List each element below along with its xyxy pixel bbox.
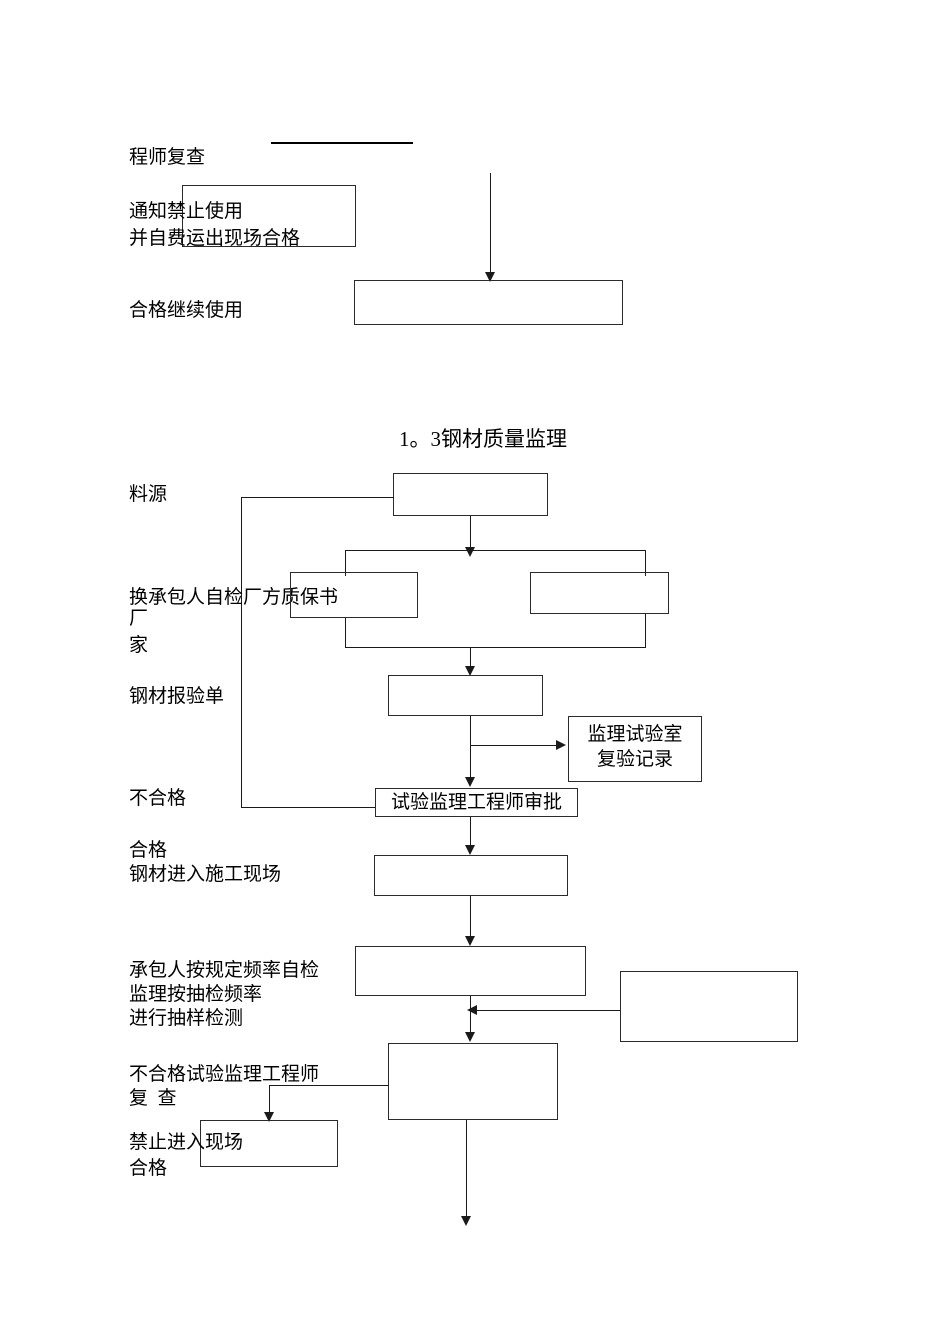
box-forbid-entry-site [200, 1120, 338, 1167]
box-steel-enters-site [374, 855, 568, 896]
label-perform-sampling-test: 进行抽样检测 [129, 1008, 244, 1029]
label-pass-continue-use: 合格继续使用 [129, 300, 244, 321]
connector-merge-bar [345, 647, 645, 648]
label-change-contractor-selfcheck: 换承包人自检厂方质保书 [129, 587, 339, 608]
connector-split-right-down [645, 550, 646, 576]
connector-report-down [470, 716, 471, 779]
arrowhead-bottom [461, 1216, 471, 1226]
box-notice-forbid-use [182, 185, 356, 247]
page-title: 1。3钢材质量监理 [399, 427, 567, 451]
connector-top-down [490, 173, 491, 276]
label-unqualified-test-engineer: 不合格试验监理工程师 [129, 1064, 320, 1085]
connector-to-lab-record [470, 745, 558, 746]
label-contractor-self-frequency: 承包人按规定频率自检 [129, 960, 320, 981]
label-lab-reinspection-line1: 监理试验室 [587, 724, 683, 745]
connector-approval-down [470, 817, 471, 847]
label-unqualified: 不合格 [129, 788, 187, 809]
box-continue-use [354, 280, 623, 325]
arrowhead-merge-down [465, 666, 475, 676]
label-supervisor-sampling-frequency: 监理按抽检频率 [129, 984, 263, 1005]
arrowhead-source-down [465, 547, 475, 557]
connector-source-feedback-in [241, 497, 394, 498]
label-notice-forbid-use: 通知禁止使用 并自费运出现场合格 [129, 201, 301, 249]
label-lab-reinspection-line2: 复验记录 [596, 749, 673, 770]
connector-merge-down [470, 647, 471, 669]
label-factory-line1: 厂 [129, 608, 149, 629]
connector-rightbox-to-stem [477, 1010, 620, 1011]
arrowhead-approval-down [465, 845, 475, 855]
arrowhead-to-lab-record [556, 740, 566, 750]
box-material-source [393, 473, 548, 516]
connector-entersite-down [470, 896, 471, 938]
arrowhead-rightbox-to-stem [467, 1005, 477, 1015]
label-steel-enters-site: 钢材进入施工现场 [129, 864, 282, 885]
connector-split-left-down [345, 550, 346, 576]
box-self-check-sampling [355, 946, 586, 996]
label-engineer-review: 程师复查 [129, 147, 206, 168]
box-factory-quality-certificate [530, 572, 669, 614]
arrowhead-entersite-down [465, 936, 475, 946]
label-qualified: 合格 [129, 840, 168, 861]
arrowhead-to-forbid-box [264, 1112, 274, 1122]
connector-review-left [269, 1085, 389, 1086]
connector-review-left-down [269, 1085, 270, 1115]
arrowhead-report-down [465, 777, 475, 787]
arrowhead-selfcheck-down [465, 1032, 475, 1042]
box-supervisor-re-review [388, 1043, 558, 1120]
box-right-side-reference [620, 971, 798, 1042]
label-re-inspection: 复 查 [129, 1088, 177, 1109]
connector-review-down-bottom [466, 1120, 467, 1219]
connector-selfcheck-down [470, 996, 471, 1036]
box-lab-reinspection-record [568, 716, 702, 782]
box-contractor-selfcheck [290, 572, 418, 618]
connector-source-down [470, 516, 471, 551]
label-qualified-bottom: 合格 [129, 1158, 168, 1179]
connector-merge-right-down [645, 614, 646, 648]
arrowhead-top-down [485, 272, 495, 282]
label-forbid-entry-site: 禁止进入现场 [129, 1132, 244, 1153]
label-steel-inspection-form: 钢材报验单 [129, 686, 225, 707]
box-test-supervisor-approval [375, 788, 578, 817]
connector-merge-left-down [345, 618, 346, 648]
connector-split-bar-top [345, 550, 645, 551]
box-steel-inspection-form [388, 675, 543, 716]
connector-feedback-to-approval [241, 807, 376, 808]
top-horizontal-rule [271, 142, 413, 144]
connector-feedback-vertical [241, 497, 242, 808]
label-test-supervisor-approval: 试验监理工程师审批 [390, 792, 562, 813]
label-material-source: 料源 [129, 484, 168, 505]
label-factory-line2: 家 [129, 635, 149, 656]
